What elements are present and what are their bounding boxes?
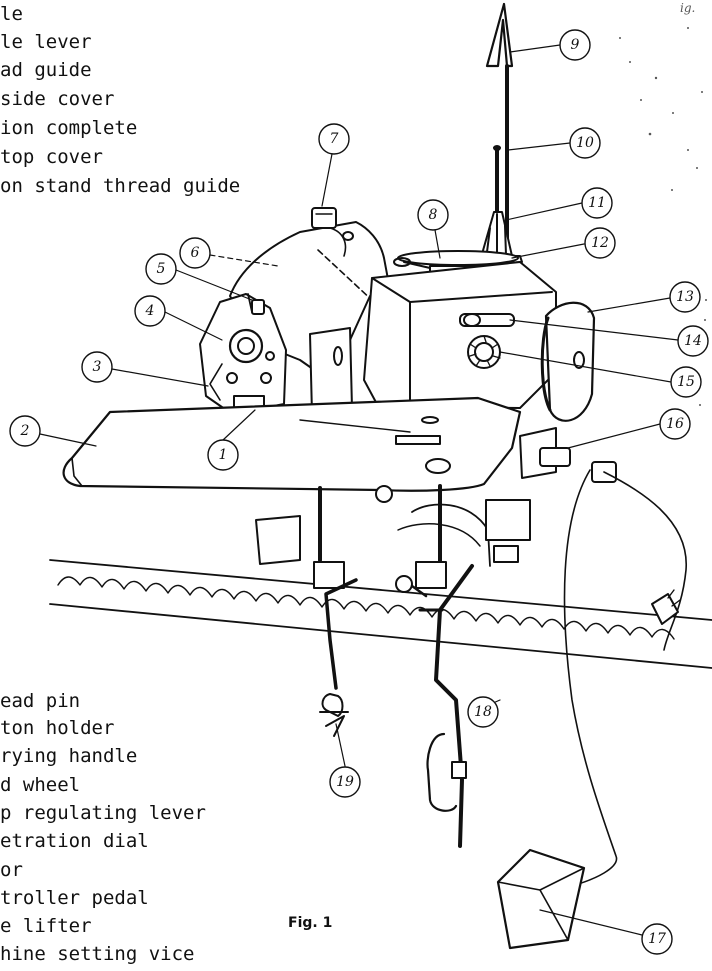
- machine-base: [255, 427, 617, 593]
- callout-5: 5: [157, 261, 166, 277]
- callout-circle-5: [145, 253, 177, 285]
- callout-8: 8: [429, 207, 438, 223]
- callout-1: 1: [219, 447, 228, 463]
- legend-bottom-line-9: e lifter: [0, 915, 92, 937]
- callout-circle-4: [134, 295, 166, 327]
- copy-noise: [619, 27, 707, 406]
- callout-17: 17: [648, 931, 666, 947]
- callout-2: 2: [20, 423, 30, 439]
- callout-7: 7: [330, 131, 339, 147]
- callout-12: 12: [591, 235, 609, 251]
- legend-top-line-2: le lever: [0, 31, 92, 53]
- legend-top-line-1: le: [0, 3, 23, 25]
- machine-body: [199, 207, 596, 445]
- callout-circle-11: [581, 187, 613, 219]
- callout-circle-6: [179, 237, 211, 269]
- callout-11: 11: [588, 195, 606, 211]
- callout-14: 14: [684, 333, 702, 349]
- callout-numbers: 1 2 3 4 5 6 7 8 9 10 11 12 13 14 15 16 1…: [20, 37, 702, 947]
- callout-10: 10: [576, 135, 594, 151]
- legend-bottom-line-7: or: [0, 859, 23, 881]
- legend-bottom-line-1: ead pin: [0, 690, 81, 712]
- legend-bottom-line-2: ton holder: [0, 717, 115, 739]
- callout-6: 6: [191, 245, 200, 261]
- callout-circle-7: [318, 123, 350, 155]
- legend-top-line-7: on stand thread guide: [0, 175, 241, 197]
- legend-bottom-line-8: troller pedal: [0, 887, 149, 909]
- controller-pedal: [496, 848, 586, 950]
- legend-top-line-6: top cover: [0, 146, 103, 168]
- callout-circle-1: [207, 439, 239, 471]
- callout-18: 18: [474, 704, 492, 720]
- callout-3: 3: [93, 359, 102, 375]
- callout-9: 9: [571, 37, 580, 53]
- callout-circle-17: [641, 923, 673, 955]
- callout-4: 4: [145, 303, 155, 319]
- setting-vice: [319, 578, 358, 737]
- callout-13: 13: [676, 289, 694, 305]
- callout-circle-10: [569, 127, 601, 159]
- power-cords: [555, 469, 687, 891]
- callout-circle-2: [9, 415, 41, 447]
- callout-circle-14: [677, 325, 709, 357]
- callout-19: 19: [336, 774, 354, 790]
- corner-mark: ig.: [680, 1, 695, 15]
- legend-bottom-line-5: p regulating lever: [0, 802, 206, 824]
- callout-circles: [9, 29, 709, 955]
- callout-circle-9: [559, 29, 591, 61]
- callout-circle-16: [659, 408, 691, 440]
- callout-circle-3: [81, 351, 113, 383]
- knee-lifter: [410, 564, 474, 848]
- callout-circle-15: [670, 366, 702, 398]
- callout-circle-13: [669, 281, 701, 313]
- callout-circle-18: [467, 696, 499, 728]
- table-plate: [62, 396, 522, 492]
- leader-lines: [39, 44, 679, 936]
- callout-circle-8: [417, 199, 449, 231]
- callout-15: 15: [677, 374, 695, 390]
- callout-circle-12: [584, 227, 616, 259]
- figure-caption: Fig. 1: [288, 915, 333, 931]
- callout-16: 16: [666, 416, 684, 432]
- legend-top-line-5: ion complete: [0, 117, 138, 139]
- legend-top-line-3: ad guide: [0, 59, 92, 81]
- callout-circle-19: [329, 766, 361, 798]
- legend-bottom-line-4: d wheel: [0, 774, 81, 796]
- legend-bottom-line-3: rying handle: [0, 745, 138, 767]
- legend-top-line-4: side cover: [0, 88, 115, 110]
- thread-stand: [403, 2, 523, 273]
- floor-band: [49, 559, 712, 669]
- legend-bottom-line-10: hine setting vice: [0, 943, 195, 965]
- legend-bottom-line-6: etration dial: [0, 830, 149, 852]
